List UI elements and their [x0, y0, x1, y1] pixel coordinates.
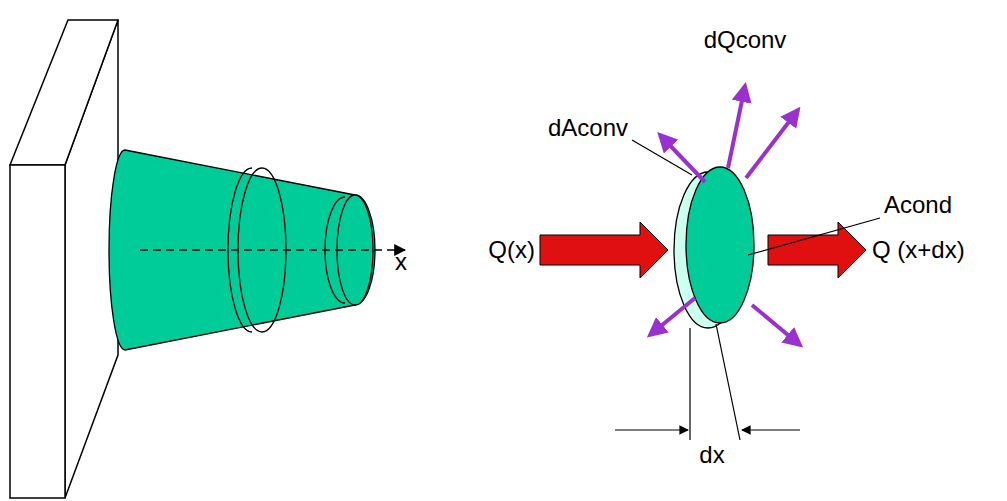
convection-arrows [650, 86, 800, 345]
axis-label: x [395, 250, 407, 274]
conduction-arrows [540, 222, 866, 278]
heat-label: dQconv [704, 28, 787, 52]
x-axis [140, 249, 405, 251]
leader-line [748, 218, 880, 255]
dimension-label: dx [699, 443, 724, 467]
area-label: Acond [884, 193, 952, 217]
area-label: dAconv [548, 116, 628, 140]
dx-dimension [615, 324, 800, 440]
wall [10, 20, 118, 498]
heat-label: Q (x+dx) [872, 238, 965, 262]
heat-label: Q(x) [488, 238, 535, 262]
leader-line [632, 140, 692, 175]
